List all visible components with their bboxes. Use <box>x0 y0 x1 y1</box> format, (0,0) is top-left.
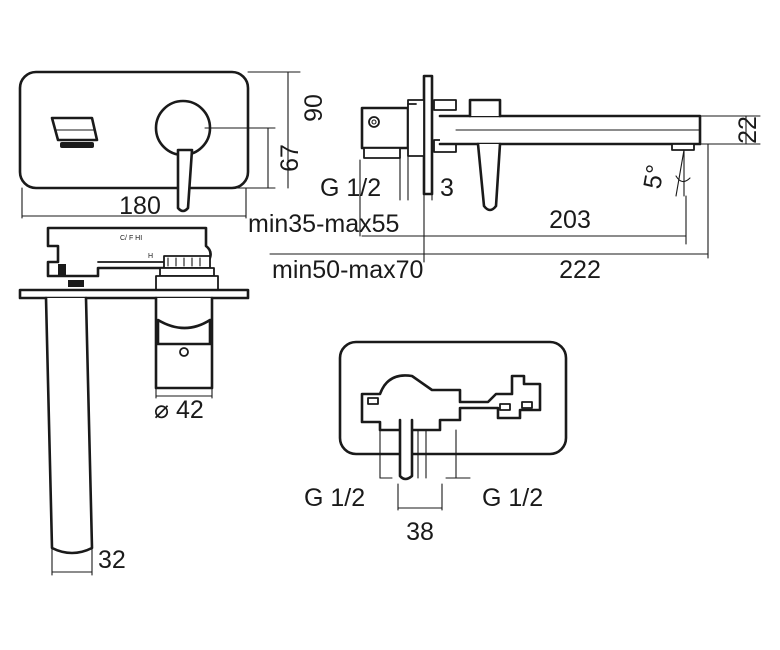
svg-text:222: 222 <box>559 256 601 284</box>
side-spout <box>438 98 713 212</box>
svg-text:203: 203 <box>549 206 591 234</box>
svg-text:180: 180 <box>119 192 161 220</box>
spout-outlet <box>50 116 99 148</box>
svg-text:67: 67 <box>276 144 304 172</box>
dim-row-2: min50-max70 222 <box>269 143 709 284</box>
svg-text:G 1/2: G 1/2 <box>482 484 543 512</box>
dim-row-1: min35-max55 203 <box>248 159 687 263</box>
svg-text:32: 32 <box>98 546 126 574</box>
svg-text:min50-max70: min50-max70 <box>272 256 423 284</box>
rear-view: G 1/2 G 1/2 38 <box>304 340 568 546</box>
front-view: 90 67 180 <box>18 70 328 220</box>
side-body <box>360 99 457 159</box>
rear-wall-plate <box>338 340 568 456</box>
svg-text:38: 38 <box>406 518 434 546</box>
svg-text:22: 22 <box>734 116 762 144</box>
side-wall-plate <box>422 74 434 196</box>
svg-text:3: 3 <box>440 174 454 202</box>
rear-body <box>360 374 542 481</box>
front-wall-plate <box>18 70 250 190</box>
dim-angle: 5° <box>638 149 691 197</box>
side-view: 22 5° G 1/2 3 min35-max55 203 <box>248 74 762 284</box>
svg-text:90: 90 <box>300 94 328 122</box>
dim-width-plate: 180 <box>21 192 247 220</box>
dim-inlet-and-gap: G 1/2 3 <box>320 155 454 202</box>
svg-text:min35-max55: min35-max55 <box>248 210 399 238</box>
dim-bottom: G 1/2 G 1/2 38 <box>304 429 543 546</box>
lever-knob <box>154 296 214 390</box>
dim-height-total: 90 <box>287 71 328 189</box>
cartridge <box>155 255 219 291</box>
svg-text:⌀ 42: ⌀ 42 <box>154 396 204 424</box>
dim-lever-diameter: ⌀ 42 <box>154 387 213 424</box>
spout-side: 32 <box>44 296 126 576</box>
svg-text:G 1/2: G 1/2 <box>304 484 365 512</box>
svg-text:G 1/2: G 1/2 <box>320 174 381 202</box>
mixer-lever <box>154 99 212 213</box>
svg-text:5°: 5° <box>638 163 670 191</box>
svg-text:H: H <box>148 253 153 260</box>
dim-height-center: 67 <box>267 127 304 189</box>
top-view: C/ F HI H ⌀ 42 <box>18 226 250 576</box>
svg-text:C/ F HI: C/ F HI <box>120 235 142 242</box>
top-wall-plate <box>18 288 250 300</box>
dim-spout-height: 22 <box>711 115 762 145</box>
